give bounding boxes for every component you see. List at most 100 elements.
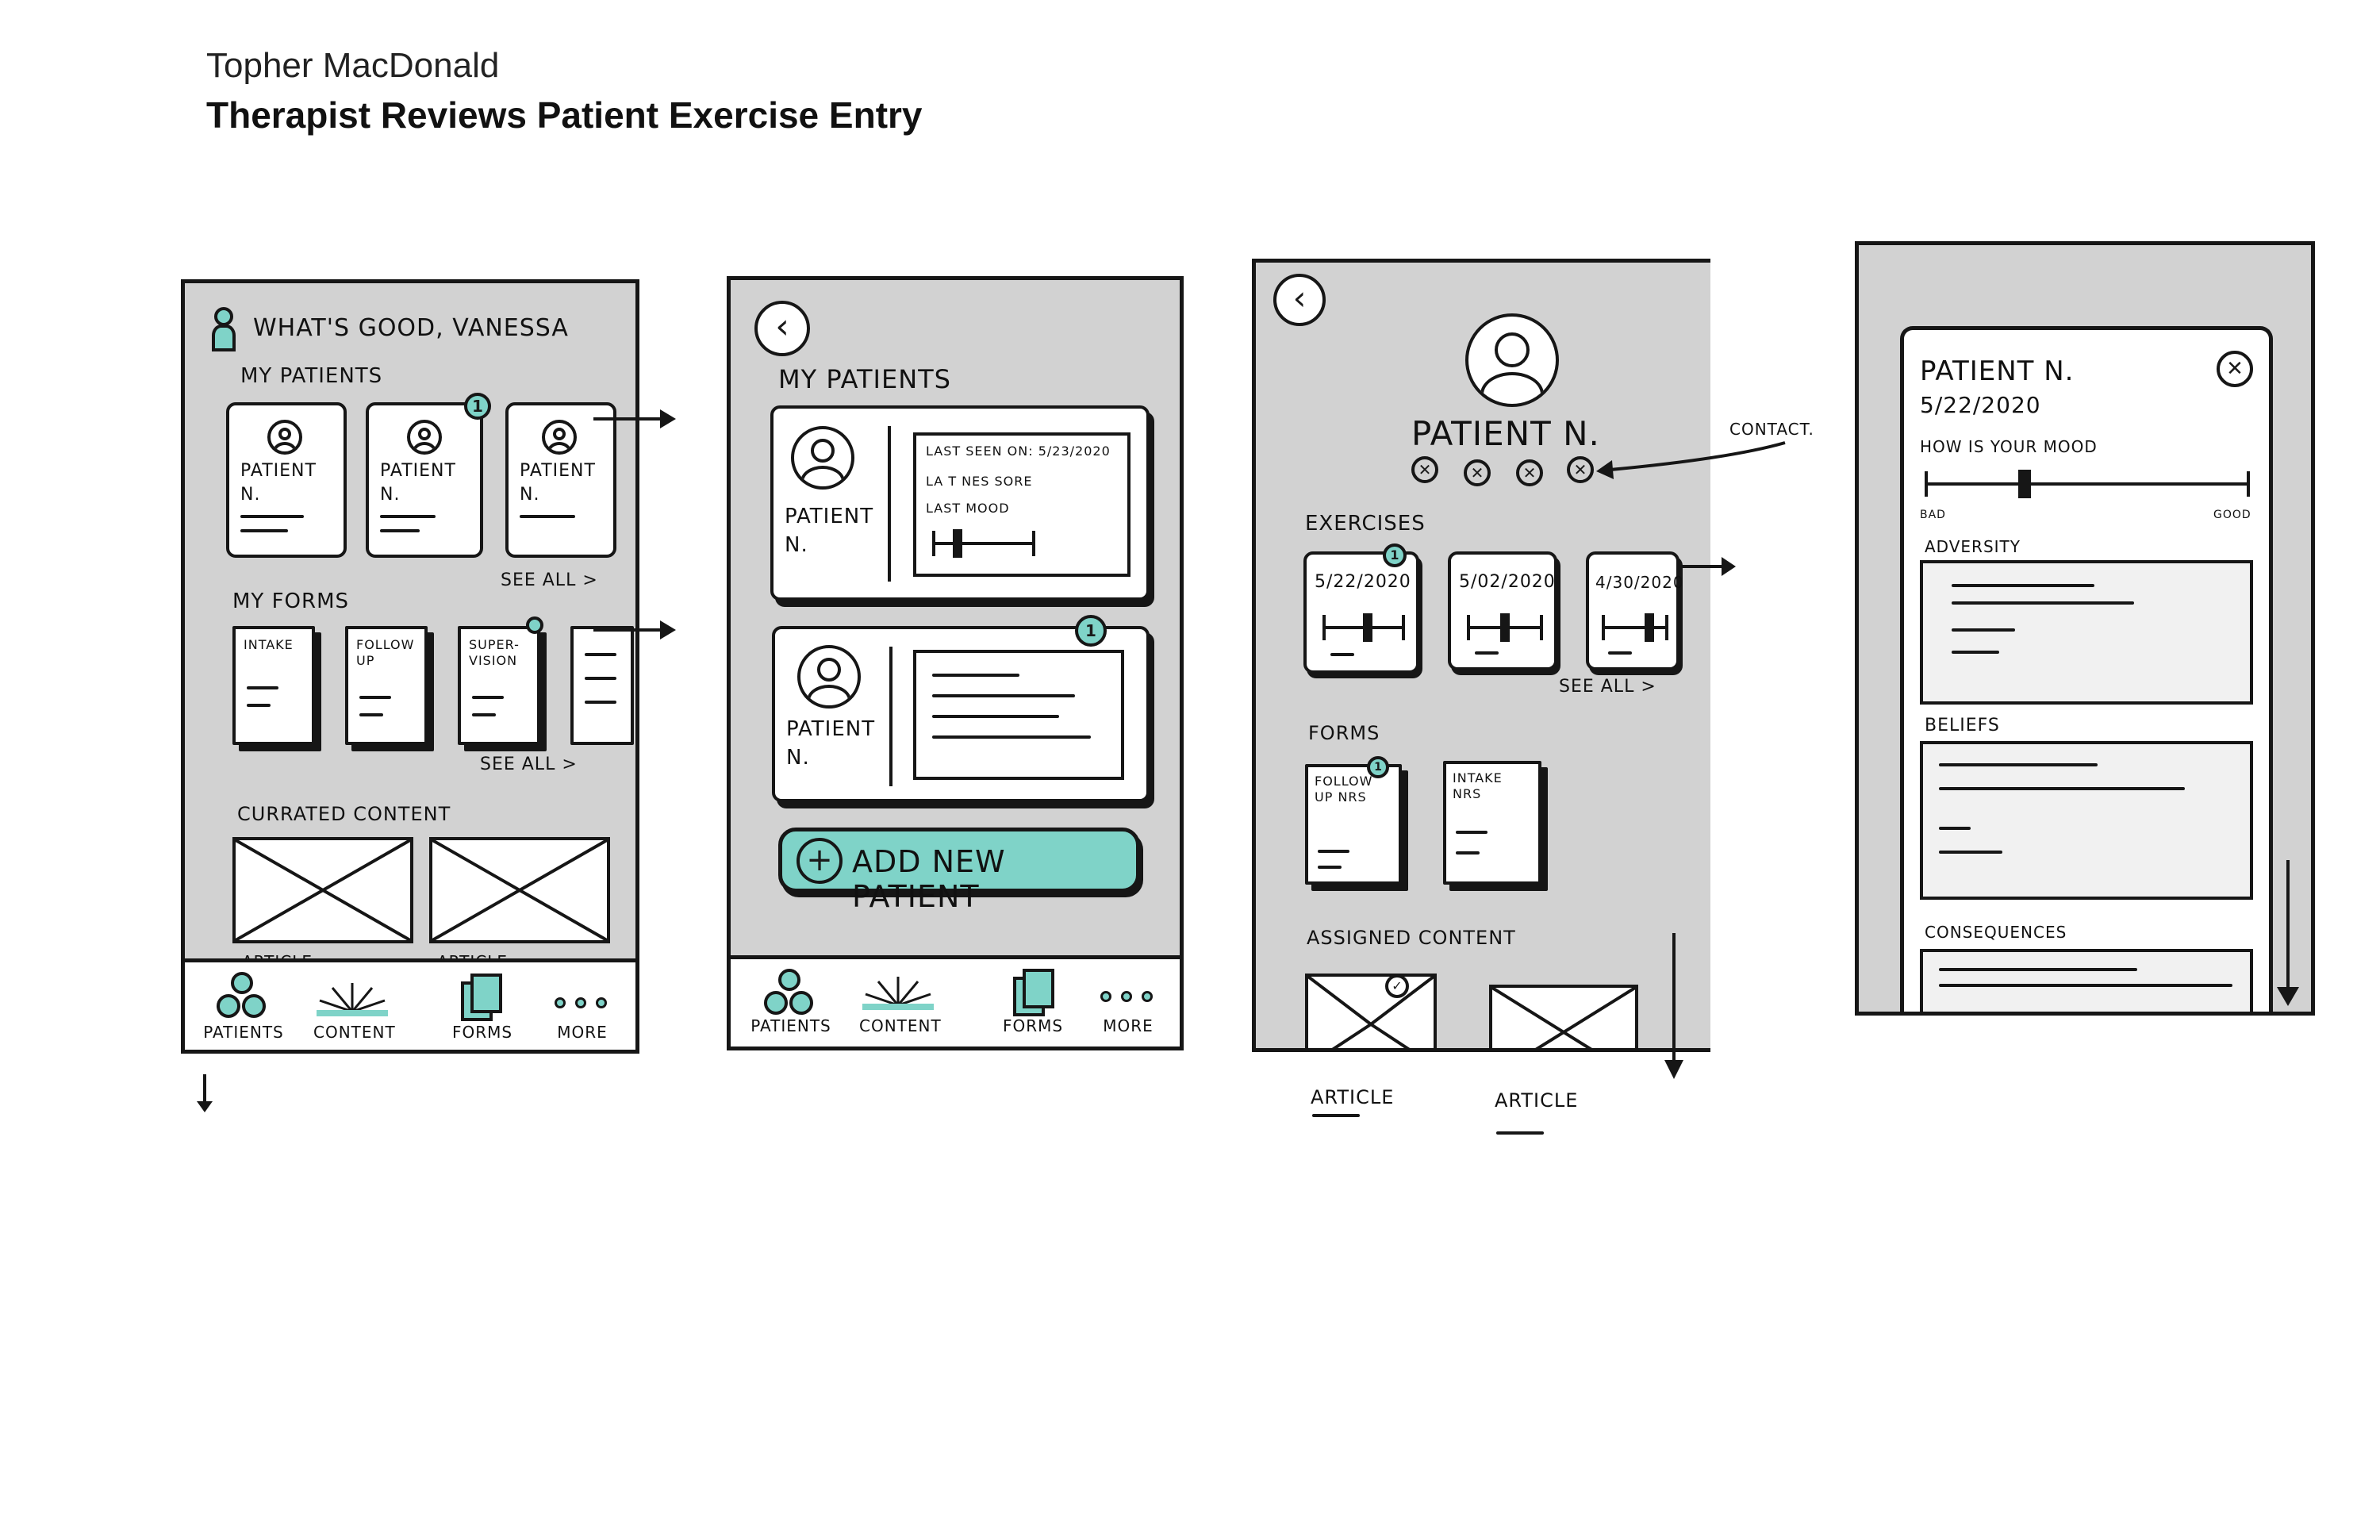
form-card-intake[interactable]: INTAKE [232, 626, 315, 745]
notification-badge: 1 [1367, 756, 1389, 778]
patient-summary-box: LAST SEEN ON: 5/23/2020 LA T NES SORE LA… [913, 432, 1130, 577]
exercise-card[interactable]: 5/22/2020 [1303, 551, 1419, 674]
content-icon[interactable] [317, 980, 388, 1018]
screen-patient-profile: ‹ PATIENT N. ✕ ✕ ✕ ✕ EXERCISES 5/22/2020… [1252, 259, 1710, 1052]
section-my-patients: MY PATIENTS [240, 364, 383, 388]
contact-icons: ✕ ✕ ✕ ✕ [1411, 456, 1610, 488]
patient-row-1[interactable]: PATIENT N. LAST SEEN ON: 5/23/2020 LA T … [770, 405, 1150, 601]
screen-exercise-entry: PATIENT N. ✕ 5/22/2020 HOW IS YOUR MOOD … [1855, 241, 2315, 1016]
form-card-follow-up[interactable]: FOLLOW UP NRS [1305, 764, 1402, 885]
back-arrow-icon[interactable]: ‹ [754, 301, 810, 356]
add-new-patient-button[interactable]: + ADD NEW PATIENT [778, 828, 1140, 914]
article-thumbnail-1[interactable] [1305, 974, 1437, 1048]
screen-my-patients: ‹ MY PATIENTS PATIENT N. LAST SEEN ON: 5… [727, 276, 1184, 1050]
article-thumbnail-1[interactable] [232, 837, 413, 943]
last-mood-slider [932, 529, 1035, 558]
section-beliefs: BELIEFS [1925, 716, 2000, 735]
person-icon [542, 420, 577, 455]
article-thumbnail-2[interactable] [429, 837, 610, 943]
section-curated-content: CURRATED CONTENT [237, 803, 451, 825]
tab-content[interactable]: CONTENT [859, 1016, 942, 1035]
see-all-forms-link[interactable]: SEE ALL > [480, 755, 578, 774]
tab-more[interactable]: MORE [1103, 1016, 1154, 1035]
exercise-date: 5/22/2020 [1315, 572, 1411, 592]
check-icon: ✓ [1385, 974, 1409, 998]
add-new-patient-label: ADD NEW PATIENT [852, 844, 1006, 914]
more-icon[interactable] [555, 997, 610, 1010]
last-seen-text: LAST SEEN ON: 5/23/2020 [926, 444, 1111, 459]
notification-dot [526, 616, 543, 634]
entry-date: 5/22/2020 [1920, 392, 2041, 418]
close-icon[interactable]: ✕ [2217, 351, 2253, 387]
form-card-supervision[interactable]: SUPER-VISION [458, 626, 540, 745]
content-icon[interactable] [862, 974, 934, 1012]
greeting: WHAT'S GOOD, VANESSA [253, 314, 569, 342]
exercise-card[interactable]: 4/30/2020 [1586, 551, 1683, 670]
patients-icon[interactable] [764, 969, 815, 1016]
contact-icon[interactable]: ✕ [1516, 459, 1543, 486]
form-card-partial[interactable] [570, 626, 634, 745]
section-consequences: CONSEQUENCES [1925, 923, 2067, 942]
beliefs-textbox[interactable] [1920, 741, 2253, 900]
form-card-label: INTAKE [244, 637, 294, 652]
section-forms: FORMS [1308, 722, 1380, 744]
tab-patients[interactable]: PATIENTS [203, 1023, 284, 1042]
person-icon [407, 420, 442, 455]
patient-card-1[interactable]: PATIENT N. [226, 402, 347, 558]
contact-icon[interactable]: ✕ [1464, 459, 1491, 486]
exercise-card[interactable]: 5/02/2020 [1448, 551, 1557, 670]
section-my-forms: MY FORMS [232, 590, 350, 613]
section-my-patients: MY PATIENTS [778, 364, 951, 394]
form-card-label: SUPER-VISION [469, 637, 520, 668]
form-card-follow-up[interactable]: FOLLOW UP [345, 626, 428, 745]
screen-home: WHAT'S GOOD, VANESSA MY PATIENTS PATIENT… [181, 279, 639, 1054]
consequences-textbox[interactable] [1920, 949, 2253, 1012]
bottom-nav: PATIENTS CONTENT FORMS MORE [731, 955, 1180, 1047]
mood-good-label: GOOD [2213, 509, 2251, 521]
tab-forms[interactable]: FORMS [1002, 1016, 1064, 1035]
section-assigned-content: ASSIGNED CONTENT [1307, 927, 1516, 949]
section-adversity: ADVERSITY [1925, 537, 2021, 556]
forms-icon[interactable] [1013, 969, 1056, 1016]
patient-row-label: PATIENT N. [786, 717, 876, 770]
patient-card-2[interactable]: PATIENT N. [366, 402, 483, 558]
mood-slider [1925, 470, 2250, 498]
article-label: ARTICLE [1495, 1089, 1579, 1112]
contact-annotation: CONTACT. [1729, 420, 1814, 439]
tab-more[interactable]: MORE [557, 1023, 608, 1042]
see-all-patients-link[interactable]: SEE ALL > [501, 570, 598, 590]
patient-card-label: PATIENT N. [520, 461, 596, 505]
tab-content[interactable]: CONTENT [313, 1023, 396, 1042]
article-thumbnail-2[interactable] [1489, 985, 1638, 1048]
exercise-date: 5/02/2020 [1459, 572, 1556, 592]
forms-icon[interactable] [461, 974, 504, 1021]
patient-card-3[interactable]: PATIENT N. [505, 402, 616, 558]
more-icon[interactable] [1100, 991, 1156, 1004]
person-icon [212, 307, 236, 351]
person-icon [1465, 313, 1559, 407]
entry-patient-name: PATIENT N. [1920, 355, 2075, 387]
contact-icon[interactable]: ✕ [1411, 456, 1438, 483]
mood-bad-label: BAD [1920, 509, 1946, 521]
tab-forms[interactable]: FORMS [451, 1023, 513, 1042]
patients-icon[interactable] [217, 972, 267, 1020]
see-all-exercises-link[interactable]: SEE ALL > [1559, 677, 1656, 697]
article-label: ARTICLE [1311, 1086, 1395, 1108]
exercise-date: 4/30/2020 [1595, 573, 1684, 592]
tab-patients[interactable]: PATIENTS [750, 1016, 831, 1035]
exercise-mood-slider [1322, 613, 1405, 642]
notification-badge: 1 [1383, 543, 1407, 567]
patient-row-2[interactable]: PATIENT N. [772, 626, 1150, 802]
notification-badge: 1 [1075, 615, 1107, 647]
contact-icon[interactable]: ✕ [1567, 456, 1594, 483]
patient-row-label: PATIENT N. [785, 505, 874, 557]
fitness-score-text: LA T NES SORE [926, 474, 1033, 489]
adversity-textbox[interactable] [1920, 560, 2253, 705]
person-icon [791, 426, 854, 490]
person-icon [797, 645, 861, 709]
back-arrow-icon[interactable]: ‹ [1273, 274, 1326, 326]
form-card-intake[interactable]: INTAKE NRS [1443, 761, 1541, 885]
page-title: Therapist Reviews Patient Exercise Entry [206, 94, 923, 136]
